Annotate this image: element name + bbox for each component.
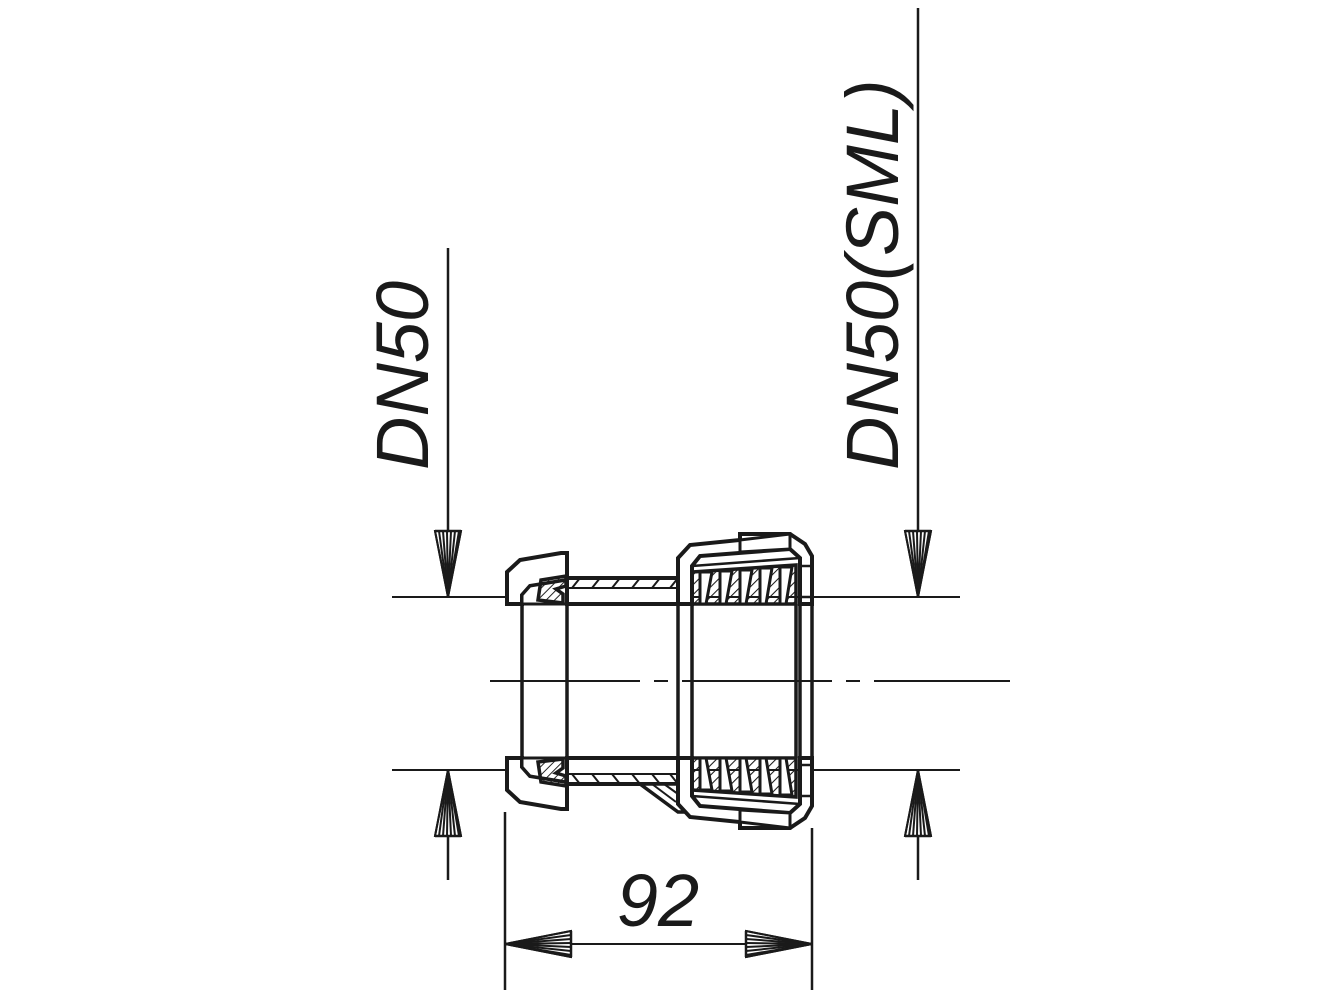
fitting-assembly	[505, 532, 814, 830]
coupling-nut-lower	[676, 756, 814, 830]
thread-section-upper	[690, 563, 798, 606]
spigot-barrel-lower	[565, 756, 682, 786]
left-socket-lower	[505, 756, 569, 811]
label-overall-length: 92	[617, 859, 699, 942]
dimension-overall-length: 92	[503, 812, 814, 990]
thread-section-lower	[690, 756, 798, 799]
coupling-nut-upper	[676, 532, 814, 606]
label-left-nominal-diameter: DN50	[361, 281, 444, 470]
left-socket-upper	[505, 551, 569, 606]
bore-lines	[520, 604, 814, 758]
dimension-right-dn50-sml: DN50(SML)	[831, 8, 933, 880]
dimension-left-dn50: DN50	[361, 248, 463, 880]
spigot-barrel-upper	[565, 576, 682, 606]
label-right-nominal-diameter: DN50(SML)	[831, 79, 914, 470]
